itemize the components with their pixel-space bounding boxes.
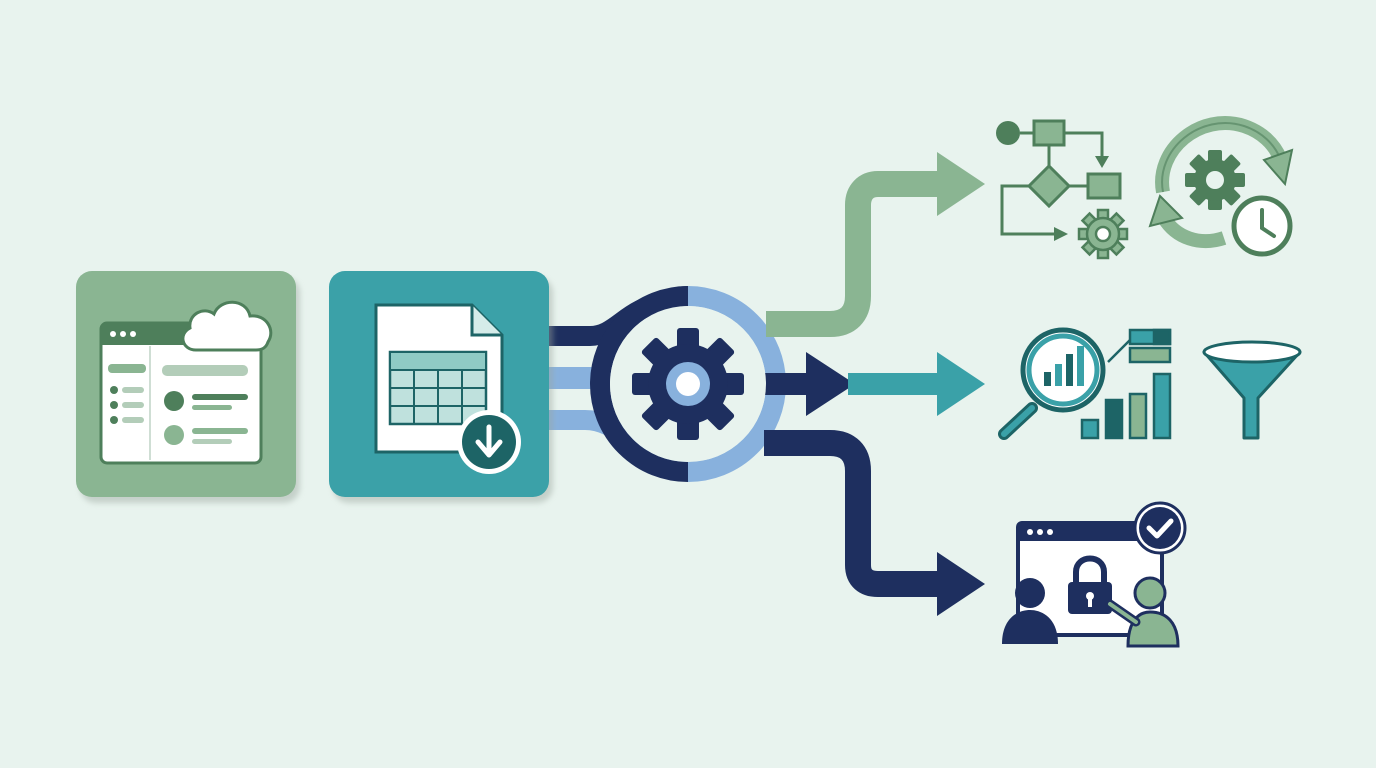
magnifier-chart-icon	[998, 327, 1106, 440]
spreadsheet-download-icon	[374, 303, 521, 474]
funnel-icon	[1202, 340, 1302, 440]
small-gear-icon	[1077, 208, 1129, 260]
arrow-automation-line	[766, 171, 945, 337]
check-badge-icon	[1133, 501, 1187, 555]
arrow-secure-line	[764, 430, 945, 597]
lock-icon	[1068, 555, 1112, 614]
arrow-analytics-head	[937, 352, 985, 416]
processing-hub	[610, 306, 766, 462]
user-person-icon	[1002, 578, 1058, 644]
arrow-hub-out-head	[806, 352, 855, 416]
cycle-gear-clock-icon	[1148, 116, 1294, 257]
workflow-flowchart-icon	[996, 119, 1122, 241]
arrow-automation-head	[937, 152, 985, 216]
arrow-secure-head	[937, 552, 985, 616]
cloud-app-node	[76, 271, 296, 497]
spreadsheet-node	[329, 271, 549, 497]
analytics-output	[998, 327, 1302, 440]
cloud-application-window-icon	[99, 300, 273, 465]
gear-hub-icon	[632, 328, 744, 440]
helper-person-icon	[1105, 576, 1180, 648]
clock-icon	[1231, 195, 1293, 257]
cloud-icon	[181, 300, 273, 352]
secure-user-access-icon	[1002, 501, 1187, 648]
bar-chart-icon	[1080, 328, 1172, 440]
hub-ring-navy	[589, 286, 689, 482]
automation-output	[996, 116, 1294, 260]
